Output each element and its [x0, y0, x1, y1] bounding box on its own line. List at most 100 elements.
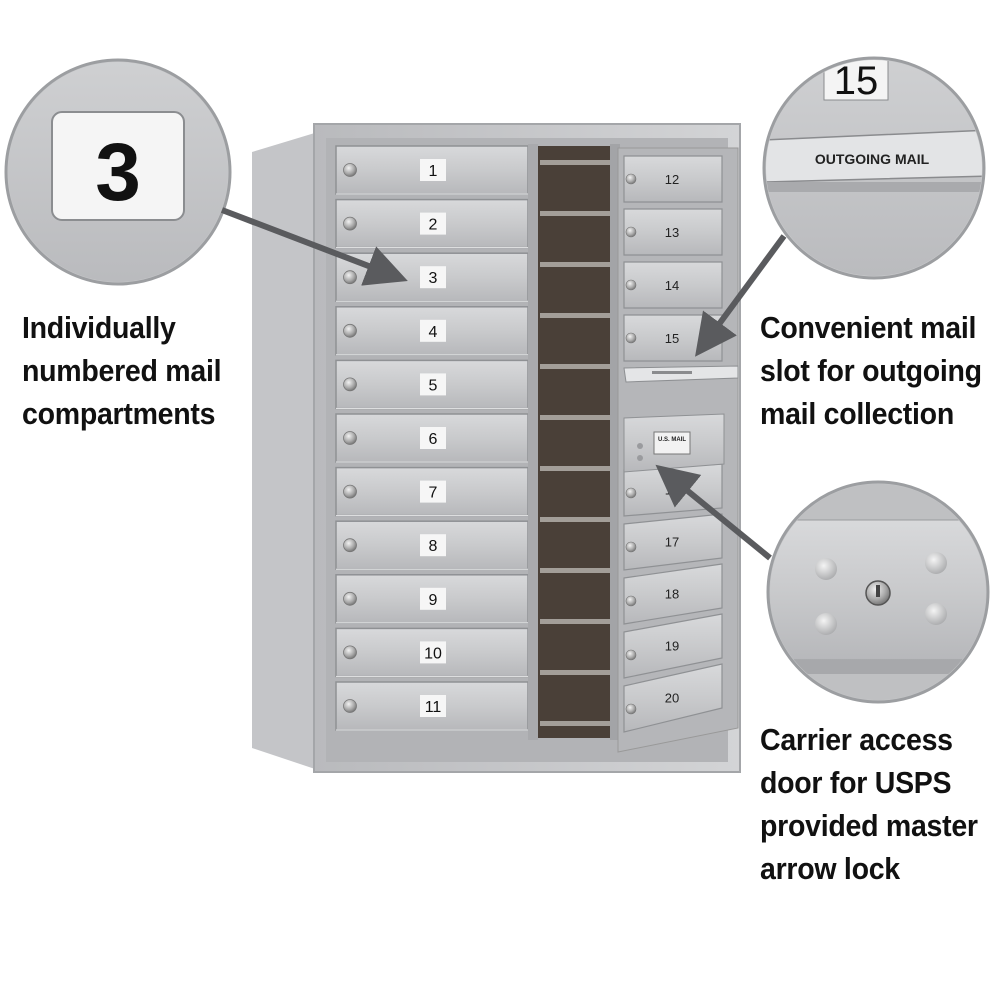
open-compartment-interior [534, 146, 610, 738]
mail-compartment-door[interactable]: 5 [335, 359, 529, 410]
door-number-plate [420, 427, 446, 449]
mail-compartment-door[interactable]: 14 [623, 261, 723, 309]
door-number: 17 [665, 535, 679, 550]
zoom-inset-arrow-lock [766, 480, 990, 704]
door-number-plate [420, 266, 446, 289]
callout-outgoing-slot: Convenient mail slot for outgoing mail c… [760, 306, 982, 435]
mail-compartment-door[interactable]: 12 [623, 155, 723, 203]
callout-line: compartments [22, 396, 216, 431]
interior-shelf [540, 568, 610, 573]
door-lock-icon [343, 591, 357, 606]
lock-stud [815, 558, 837, 580]
door-number: 1 [429, 163, 438, 180]
door-number-plate [420, 159, 446, 181]
hinge-strip [528, 144, 538, 740]
callout-line: slot for outgoing [760, 353, 982, 388]
door-number: 2 [429, 217, 438, 234]
mail-compartment-door[interactable]: 8 [335, 520, 529, 570]
door-number: 8 [429, 538, 438, 555]
mail-compartment-door[interactable]: 2 [335, 198, 529, 249]
mailbox-side-wall [252, 132, 318, 770]
callout-line: Individually [22, 310, 176, 345]
usps-tag [653, 431, 691, 455]
callout-line: Carrier access [760, 722, 953, 757]
interior-shelf [540, 517, 610, 522]
mail-compartment-door[interactable]: 20 [623, 663, 723, 733]
mail-compartment-door[interactable]: 13 [623, 208, 723, 256]
door-lock-icon [343, 163, 357, 177]
callout-line: mail collection [760, 396, 954, 431]
mail-compartment-door[interactable]: 17 [623, 513, 723, 571]
lock-stud [925, 603, 947, 625]
door-lock-icon [343, 323, 357, 338]
door-number: 15 [665, 331, 679, 346]
door-lock-icon [343, 216, 357, 231]
door-lock-icon [625, 173, 637, 185]
door-lock-icon [343, 377, 357, 392]
pointer-arrows [220, 207, 787, 561]
interior-shelf [540, 721, 610, 726]
door-number: 18 [665, 587, 679, 602]
mail-compartment-door[interactable]: 11 [335, 681, 529, 731]
inset-slot-label: OUTGOING MAIL [815, 151, 930, 167]
mail-compartment-door[interactable]: 7 [335, 466, 529, 517]
door-number: 6 [429, 431, 438, 448]
zoom-inset-outgoing-slot: 15 OUTGOING MAIL [762, 56, 986, 280]
door-lock-icon [343, 645, 357, 660]
mail-compartment-door[interactable]: 6 [335, 413, 529, 463]
mail-compartment-door[interactable]: 10 [335, 627, 529, 678]
door-lock-icon [625, 595, 637, 607]
callout-line: arrow lock [760, 851, 900, 886]
door-number: 11 [425, 699, 442, 716]
interior-shelf [540, 364, 610, 369]
door-number-plate [420, 212, 446, 235]
arrow-to-outgoing-slot [695, 234, 787, 357]
arrow-to-compartment-3 [220, 207, 408, 286]
door-lock-icon [343, 270, 357, 285]
interior-shelf [540, 466, 610, 471]
door-number-plate [420, 587, 446, 610]
door-number: 3 [429, 270, 438, 287]
door-lock-icon [625, 487, 637, 499]
door-number: 13 [665, 225, 679, 240]
interior-shelf [540, 262, 610, 267]
arrow-to-carrier-lock [655, 464, 772, 561]
mail-compartment-door[interactable]: 18 [623, 563, 723, 625]
interior-shelf [540, 211, 610, 216]
interior-shelf [540, 313, 610, 318]
door-number: 20 [665, 691, 679, 706]
door-lock-icon [625, 226, 637, 238]
callout-line: Convenient mail [760, 310, 977, 345]
mail-compartment-door[interactable]: 19 [623, 613, 723, 679]
mail-compartment-door[interactable]: 4 [335, 306, 529, 356]
door-number-plate [420, 534, 446, 557]
callout-compartments: Individually numbered mail compartments [22, 306, 222, 435]
door-lock-icon [343, 538, 357, 553]
callout-line: door for USPS [760, 765, 952, 800]
door-number: 4 [429, 324, 438, 341]
callout-carrier-door: Carrier access door for USPS provided ma… [760, 718, 978, 890]
door-number: 7 [429, 485, 438, 502]
door-lock-icon [343, 431, 357, 445]
door-number: 5 [429, 377, 438, 394]
door-number: 14 [665, 278, 679, 293]
mail-compartment-door[interactable]: 1 [335, 145, 529, 195]
door-number-plate [420, 319, 446, 342]
inset-slot-number: 15 [834, 59, 879, 103]
interior-shelf [540, 160, 610, 165]
callout-line: provided master [760, 808, 978, 843]
door-number-plate [420, 641, 446, 664]
mail-compartment-door[interactable]: 9 [335, 574, 529, 624]
door-lock-icon [625, 649, 637, 661]
inset-compartment-number: 3 [95, 127, 141, 218]
interior-shelf [540, 670, 610, 675]
mail-compartment-door[interactable]: 3 [335, 252, 529, 302]
door-number: 19 [665, 639, 679, 654]
lock-stud [925, 552, 947, 574]
lock-stud [815, 613, 837, 635]
door-number: 10 [424, 645, 442, 662]
door-lock-icon [625, 332, 637, 344]
door-lock-icon [343, 699, 357, 713]
